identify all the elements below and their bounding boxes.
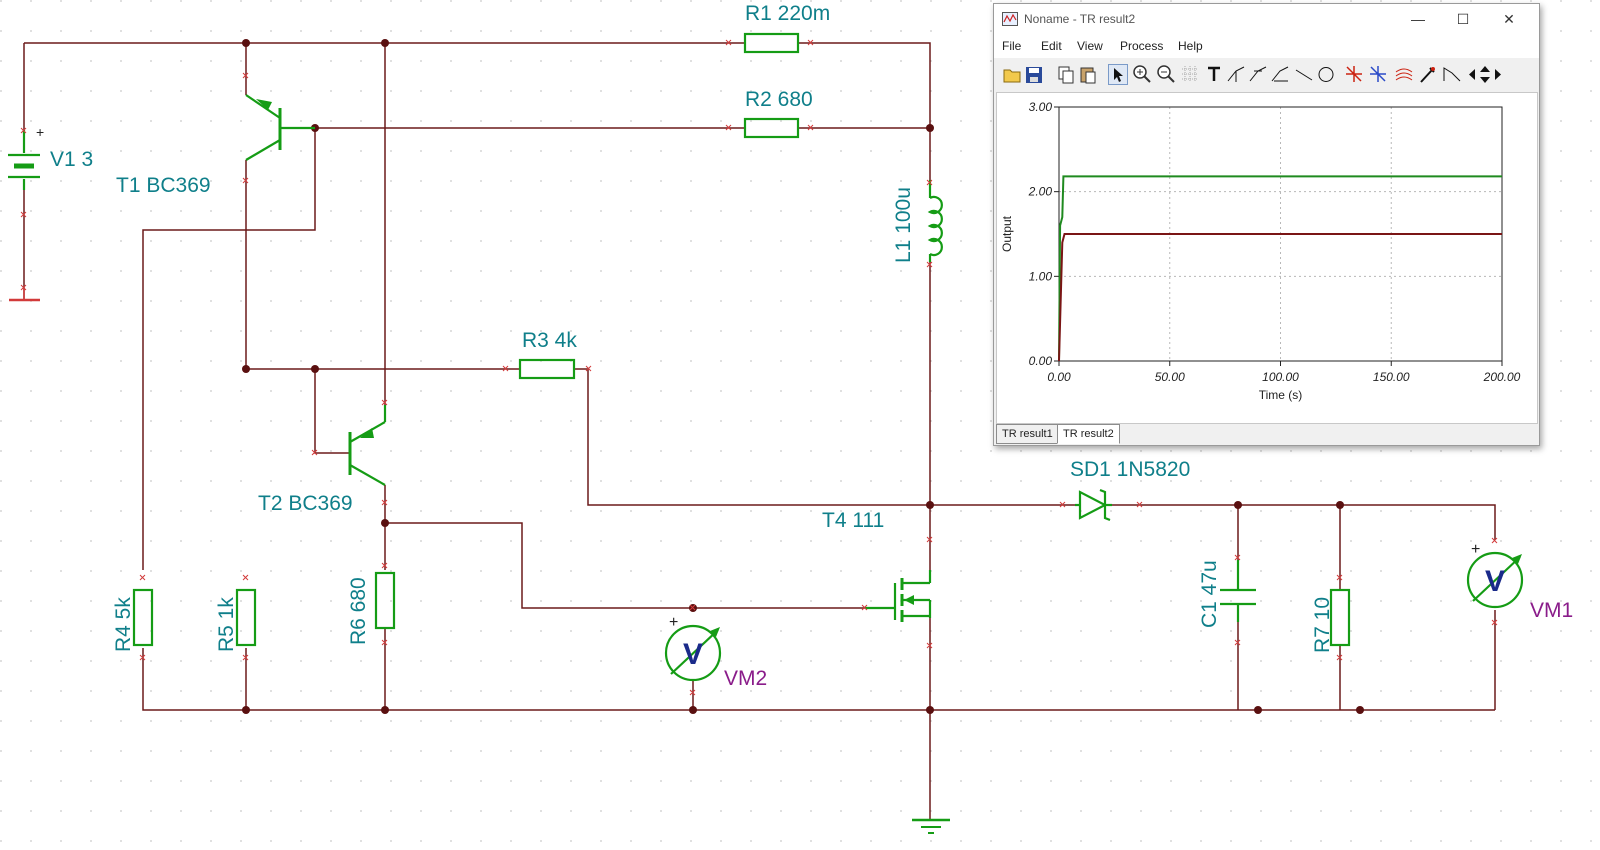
- cursor-b-icon[interactable]: [1248, 64, 1268, 85]
- voltmeter-vm2-plus: +: [669, 614, 678, 631]
- open-icon[interactable]: [1002, 64, 1022, 85]
- label-sd1: SD1 1N5820: [1070, 458, 1190, 481]
- diode-sd1[interactable]: [1075, 488, 1112, 522]
- paste-icon[interactable]: [1078, 64, 1098, 85]
- resistor-r5[interactable]: [235, 588, 257, 647]
- x-tick-label: 50.00: [1155, 370, 1185, 384]
- battery-v1[interactable]: +: [8, 124, 44, 190]
- transistor-t2[interactable]: [348, 405, 387, 486]
- ground-symbol-v1: [9, 288, 40, 302]
- voltmeter-vm1-letter: V: [1485, 565, 1505, 598]
- scroll-updown-icon[interactable]: [1478, 64, 1492, 85]
- label-r1: R1 220m: [745, 2, 830, 25]
- marker-a-icon[interactable]: [1344, 64, 1364, 85]
- line-icon[interactable]: [1294, 64, 1314, 85]
- series-line-1: [1058, 175, 1502, 362]
- label-vm1: VM1: [1530, 599, 1573, 622]
- label-r6: R6 680: [347, 577, 370, 645]
- label-r5: R5 1k: [215, 597, 238, 652]
- result-tabs: TR result1 TR result2: [994, 424, 1539, 444]
- marker-b-icon[interactable]: [1368, 64, 1388, 85]
- x-tick-label: 100.00: [1262, 370, 1299, 384]
- slope-icon[interactable]: [1442, 64, 1462, 85]
- plot-area[interactable]: 0.00 1.00 2.00 3.00 0.00 50.00 100.00 150.00 20…: [996, 92, 1538, 424]
- close-button[interactable]: ✕: [1503, 11, 1515, 27]
- x-tick-label: 150.00: [1373, 370, 1410, 384]
- grid-icon[interactable]: [1180, 64, 1200, 85]
- label-vm2: VM2: [724, 667, 767, 690]
- y-tick-labels: 0.00 1.00 2.00 3.00: [1028, 100, 1059, 368]
- label-v1: V1 3: [50, 148, 93, 171]
- text-icon[interactable]: [1204, 64, 1224, 85]
- x-tick-label: 0.00: [1047, 370, 1071, 384]
- label-r4: R4 5k: [112, 597, 135, 652]
- menu-edit[interactable]: Edit: [1041, 39, 1062, 53]
- label-t2: T2 BC369: [258, 492, 353, 515]
- voltmeter-vm2[interactable]: V +: [664, 614, 722, 682]
- transistor-t1[interactable]: [245, 94, 315, 161]
- scroll-right-icon[interactable]: [1492, 64, 1504, 85]
- menu-process[interactable]: Process: [1120, 39, 1164, 53]
- tab-tr-result1[interactable]: TR result1: [996, 424, 1059, 444]
- pin-markers: [20, 39, 1498, 696]
- menu-view[interactable]: View: [1077, 39, 1103, 53]
- curves-icon[interactable]: [1394, 64, 1414, 85]
- mosfet-t4[interactable]: [865, 570, 932, 622]
- circle-icon[interactable]: [1316, 64, 1336, 85]
- resistor-r6[interactable]: [374, 571, 396, 630]
- scroll-left-icon[interactable]: [1466, 64, 1478, 85]
- label-t1: T1 BC369: [116, 174, 211, 197]
- tr-result-window[interactable]: Noname - TR result2 — ☐ ✕ File Edit View…: [993, 3, 1540, 446]
- resistor-r2[interactable]: [743, 117, 800, 139]
- x-axis-label: Time (s): [1259, 388, 1303, 402]
- y-axis-label: Output: [1000, 215, 1014, 252]
- label-r7: R7 10: [1311, 597, 1334, 653]
- zoom-out-icon[interactable]: [1156, 64, 1176, 85]
- maximize-button[interactable]: ☐: [1456, 11, 1470, 27]
- menu-bar: File Edit View Process Help: [994, 34, 1539, 58]
- window-titlebar[interactable]: Noname - TR result2 — ☐ ✕: [994, 4, 1539, 34]
- label-c1: C1 47u: [1198, 560, 1221, 628]
- series-line-2: [1058, 233, 1502, 362]
- toolbar: [994, 60, 1539, 90]
- cursor-a-icon[interactable]: [1226, 64, 1246, 85]
- y-tick-label: 2.00: [1028, 185, 1053, 199]
- transient-chart: 0.00 1.00 2.00 3.00 0.00 50.00 100.00 150.00 20…: [1000, 100, 1521, 402]
- y-tick-label: 1.00: [1029, 269, 1053, 283]
- menu-file[interactable]: File: [1002, 39, 1022, 53]
- voltmeter-vm1[interactable]: V +: [1466, 541, 1524, 609]
- capacitor-c1[interactable]: [1220, 560, 1256, 622]
- pointer-icon[interactable]: [1108, 64, 1128, 85]
- label-t4: T4 111: [822, 509, 884, 532]
- chart-series: [1058, 175, 1502, 362]
- y-tick-label: 3.00: [1029, 100, 1053, 114]
- cursor-c-icon[interactable]: [1270, 64, 1290, 85]
- x-tick-label: 200.00: [1483, 370, 1521, 384]
- minimize-button[interactable]: —: [1411, 11, 1425, 27]
- ground-symbol-main: [912, 818, 950, 834]
- window-title: Noname - TR result2: [1024, 12, 1136, 26]
- x-tick-labels: 0.00 50.00 100.00 150.00 200.00: [1047, 361, 1521, 384]
- resistor-r1[interactable]: [743, 32, 800, 54]
- resistor-r4[interactable]: [132, 588, 154, 647]
- menu-help[interactable]: Help: [1178, 39, 1203, 53]
- label-r2: R2 680: [745, 88, 813, 111]
- pick-icon[interactable]: [1418, 64, 1438, 85]
- copy-icon[interactable]: [1056, 64, 1076, 85]
- wires: [23, 42, 1496, 820]
- app-icon: [1002, 12, 1018, 26]
- battery-plus-sign: +: [36, 124, 44, 140]
- label-r3: R3 4k: [522, 329, 577, 352]
- zoom-in-icon[interactable]: [1132, 64, 1152, 85]
- resistor-r7[interactable]: [1329, 588, 1351, 647]
- tab-tr-result2[interactable]: TR result2: [1057, 424, 1120, 444]
- voltmeter-vm1-plus: +: [1471, 541, 1480, 558]
- save-icon[interactable]: [1024, 64, 1044, 85]
- y-tick-label: 0.00: [1029, 354, 1053, 368]
- resistor-r3[interactable]: [518, 358, 576, 380]
- label-l1: L1 100u: [892, 187, 915, 263]
- voltmeter-vm2-letter: V: [683, 638, 703, 671]
